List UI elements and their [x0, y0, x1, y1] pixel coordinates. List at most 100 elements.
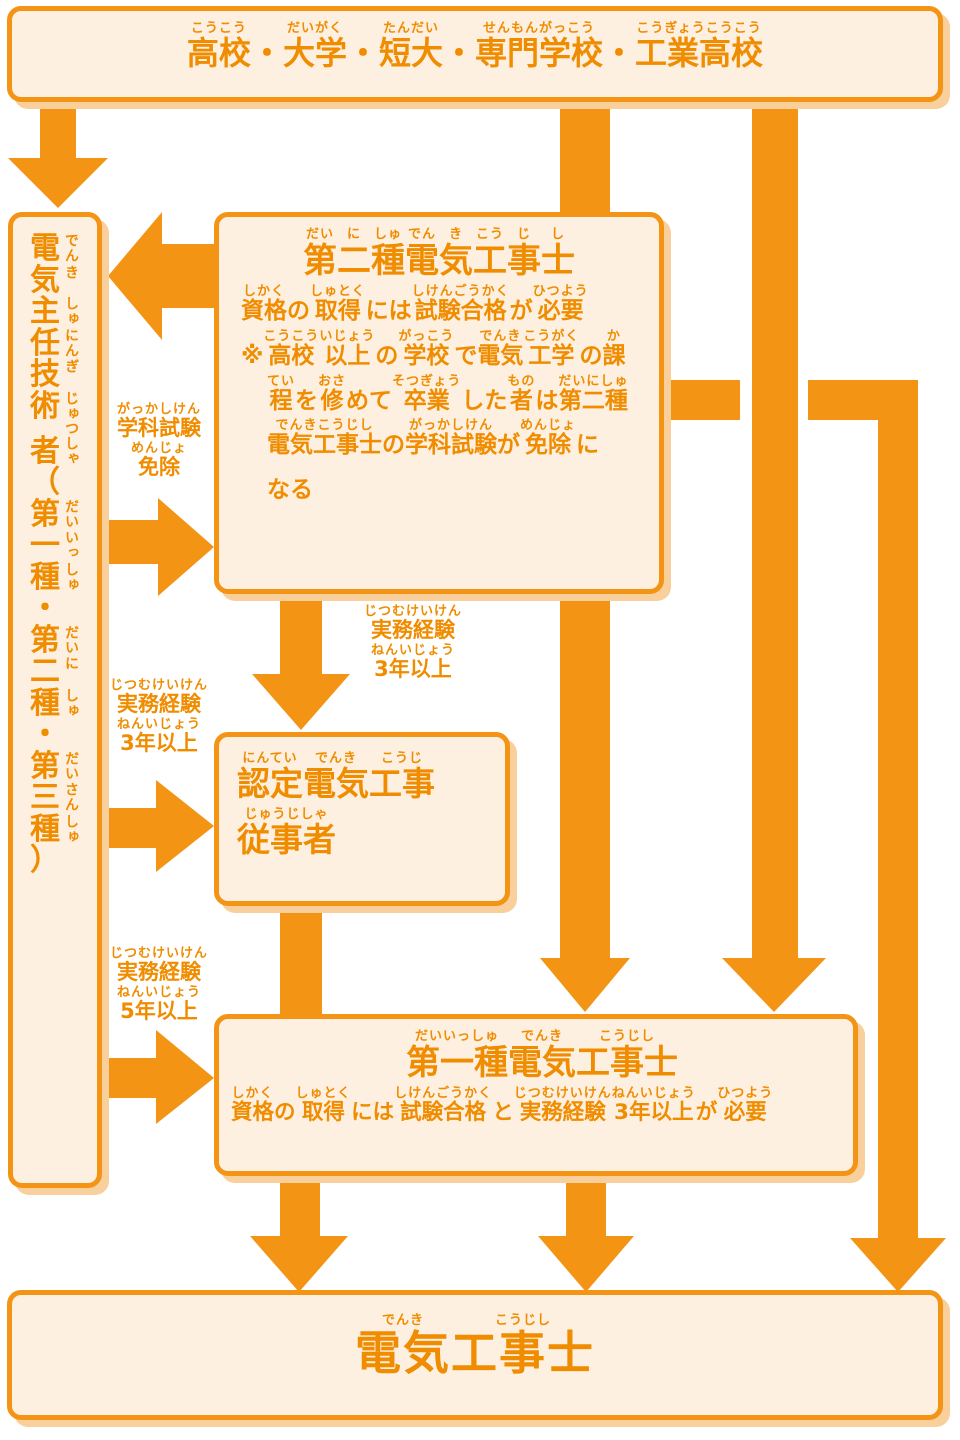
ruby-segment: ・: [443, 21, 475, 72]
ruby-segment: しゅ種: [371, 227, 405, 280]
vertical-character: （: [27, 467, 97, 499]
arrow-shaft-chief-to-certified: [100, 808, 158, 848]
ruby-segment: めて: [346, 374, 392, 415]
vertical-kanji: 種: [30, 685, 60, 721]
ruby-segment: した: [461, 374, 507, 415]
ruby-segment: だいいっしゅ第一種: [406, 1029, 508, 1082]
ruby-segment: ひつよう必要: [533, 284, 589, 325]
base-text: 3年以上: [374, 656, 452, 681]
ruby-segment: そつぎょう卒業: [392, 374, 461, 415]
base-text: 免除: [137, 454, 180, 479]
furigana: たんだい: [382, 21, 439, 36]
base-text: 試験合格: [400, 1100, 487, 1126]
vertical-character: 術じゅつ: [27, 390, 97, 436]
arrow-shaft-second-elbow-v: [878, 380, 918, 1242]
vertical-furigana: しゅ: [63, 813, 79, 844]
vertical-kanji: （: [30, 465, 60, 500]
base-text: 実務経験: [519, 1100, 606, 1126]
vertical-kanji: 第: [30, 622, 60, 658]
vertical-kanji: 三: [30, 780, 60, 815]
arrow-shaft-second-right-stub: [662, 380, 740, 420]
arrow-shaft-second-to-certified: [280, 592, 322, 678]
base-text: 実務経験: [116, 692, 201, 716]
base-text: 実務経験: [116, 960, 201, 984]
base-text: 必要: [537, 298, 584, 325]
furigana: しけんごうかく: [411, 284, 510, 300]
vertical-kanji: 任: [30, 325, 60, 361]
furigana: こうじ: [380, 751, 423, 766]
furigana: しゅとく: [310, 284, 366, 300]
base-text: 大学: [282, 34, 347, 72]
ruby-segment: こうじし工事士: [576, 1029, 678, 1082]
ruby-segment: にんてい認定: [237, 751, 303, 803]
base-text: 以上: [324, 342, 371, 369]
vertical-furigana: しゅ: [63, 561, 79, 592]
furigana: こうがく: [523, 328, 580, 344]
vertical-character: ・: [27, 593, 97, 625]
ruby-segment: を: [295, 374, 318, 415]
vertical-furigana: だい: [63, 498, 79, 529]
ruby-segment: しゅとく取得: [296, 1086, 352, 1125]
vertical-character: 第だい: [27, 622, 97, 658]
furigana: こうじし: [598, 1029, 655, 1044]
base-text: 実務経験: [370, 618, 455, 642]
furigana: しけんごうかく: [394, 1086, 493, 1102]
text-line: めんじょ免除: [102, 441, 216, 480]
furigana: じ: [516, 227, 531, 242]
furigana: てい: [267, 373, 296, 389]
base-text: 高校: [268, 342, 315, 369]
vertical-furigana: じゅつ: [63, 390, 79, 436]
furigana: じつむけいけん: [513, 1086, 612, 1102]
base-text: 取得: [314, 298, 361, 325]
vertical-furigana: き: [63, 264, 79, 280]
base-text: 第二種: [558, 387, 628, 414]
vertical-character: ・: [27, 719, 97, 751]
ruby-segment: がっかしけん学科試験: [405, 418, 497, 459]
vertical-character: 種しゅ: [27, 561, 97, 594]
vertical-character: ）: [27, 845, 97, 877]
furigana: き: [448, 227, 463, 242]
ruby-segment: じつむけいけん実務経験: [110, 678, 208, 717]
first-class-box: だいいっしゅ第一種でんき電気こうじし工事士 しかく資格 のしゅとく取得 にはしけ…: [214, 1014, 858, 1176]
base-text: 二: [337, 241, 371, 281]
ruby-segment: がっかしけん学科試験: [117, 402, 201, 441]
base-text: 取得: [301, 1100, 345, 1126]
vertical-character: 二に: [27, 656, 97, 688]
furigana: ねんいじょう: [370, 642, 455, 658]
furigana: だいにしゅ: [558, 373, 629, 389]
furigana: がっこう: [398, 328, 455, 344]
text-line: がっかしけん学科試験: [102, 402, 216, 441]
base-text: した: [461, 387, 508, 414]
furigana: じつむけいけん: [109, 946, 208, 961]
base-text: 程: [269, 387, 293, 414]
arrow-shaft-top-to-first-right: [752, 100, 798, 962]
vertical-kanji: 種: [30, 811, 60, 847]
ruby-segment: めんじょ免除: [520, 418, 576, 459]
ruby-segment: だいにしゅ第二種: [558, 374, 628, 415]
vertical-kanji: ・: [30, 591, 60, 626]
furigana: ねんいじょう: [116, 716, 201, 732]
furigana: そつぎょう: [392, 373, 462, 389]
base-text: 電気: [355, 1326, 451, 1380]
arrow-shaft-first-to-electrician-center: [566, 1172, 606, 1242]
vertical-character: 一いっ: [27, 530, 97, 562]
ruby-segment: こうぎょうこうこう工業高校: [635, 21, 763, 72]
furigana: じつむけいけん: [109, 678, 208, 693]
ruby-segment: は: [535, 374, 558, 415]
base-text: の: [579, 342, 603, 369]
arrow-shaft-chief-to-second: [100, 520, 160, 564]
vertical-character: 種しゅ: [27, 811, 97, 847]
certified-worker-title-line2: じゅうじしゃ従事者: [237, 807, 505, 859]
base-text: 電気: [477, 342, 524, 369]
ruby-segment: の: [382, 418, 405, 459]
vertical-kanji: 二: [30, 654, 60, 689]
ruby-segment: の: [579, 329, 602, 370]
base-text: 工事士: [576, 1043, 678, 1083]
certified-worker-box: にんてい認定でんき電気こうじ工事 じゅうじしゃ従事者: [214, 732, 510, 906]
ruby-segment: ・: [603, 21, 635, 72]
